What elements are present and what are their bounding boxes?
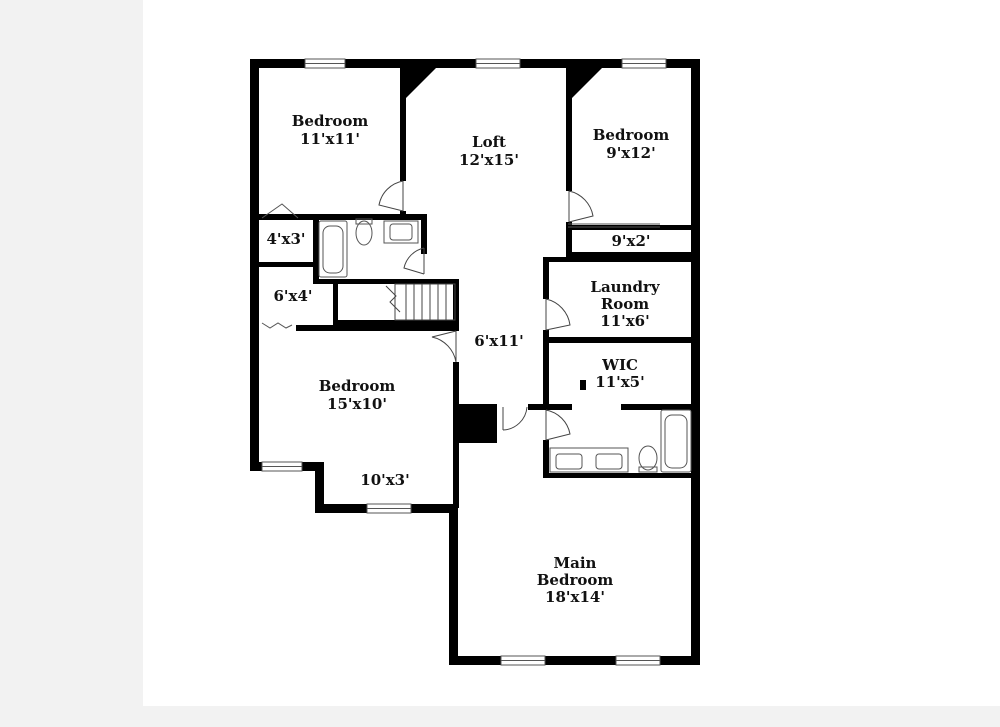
hall-size: 6'x11' xyxy=(474,332,523,350)
sink-icon xyxy=(383,220,419,244)
loft-size: 12'x15' xyxy=(459,151,519,169)
main-bedroom-size: 18'x14' xyxy=(545,588,605,606)
staircase-icon xyxy=(385,283,456,321)
toilet-icon xyxy=(355,220,373,246)
bedroom-w-name: Bedroom xyxy=(319,377,396,395)
closet-w-size: 6'x4' xyxy=(273,287,312,305)
laundry-size: 11'x6' xyxy=(600,312,649,330)
window-icons xyxy=(261,58,667,666)
bathtub-icon xyxy=(318,220,348,278)
sink-icon xyxy=(549,447,629,473)
bifold-door-icons xyxy=(261,203,660,329)
toilet-icon xyxy=(638,445,658,471)
wic-name: WIC xyxy=(601,356,638,374)
bedroom-nw-size: 11'x11' xyxy=(300,130,360,148)
closet-ne-size: 9'x2' xyxy=(611,232,650,250)
laundry-name-line1: Laundry xyxy=(590,278,660,296)
main-bath-fixtures xyxy=(549,409,692,473)
bedroom-ne-name: Bedroom xyxy=(593,126,670,144)
bedroom-ne-size: 9'x12' xyxy=(606,144,655,162)
bathtub-icon xyxy=(660,409,692,473)
main-bedroom-name-line2: Bedroom xyxy=(537,571,614,589)
laundry-name-line2: Room xyxy=(601,295,649,313)
wic-size: 11'x5' xyxy=(595,373,644,391)
closet-nw-size: 4'x3' xyxy=(266,230,305,248)
loft-name: Loft xyxy=(472,133,506,151)
walls xyxy=(250,59,700,665)
room-labels: Bedroom 11'x11' Loft 12'x15' Bedroom 9'x… xyxy=(266,112,669,606)
door-swing-icons xyxy=(378,180,594,441)
closet-sw-size: 10'x3' xyxy=(360,471,409,489)
bedroom-w-size: 15'x10' xyxy=(327,395,387,413)
main-bedroom-name-line1: Main xyxy=(554,554,597,572)
bedroom-nw-name: Bedroom xyxy=(292,112,369,130)
hall-bath-fixtures xyxy=(318,218,419,278)
